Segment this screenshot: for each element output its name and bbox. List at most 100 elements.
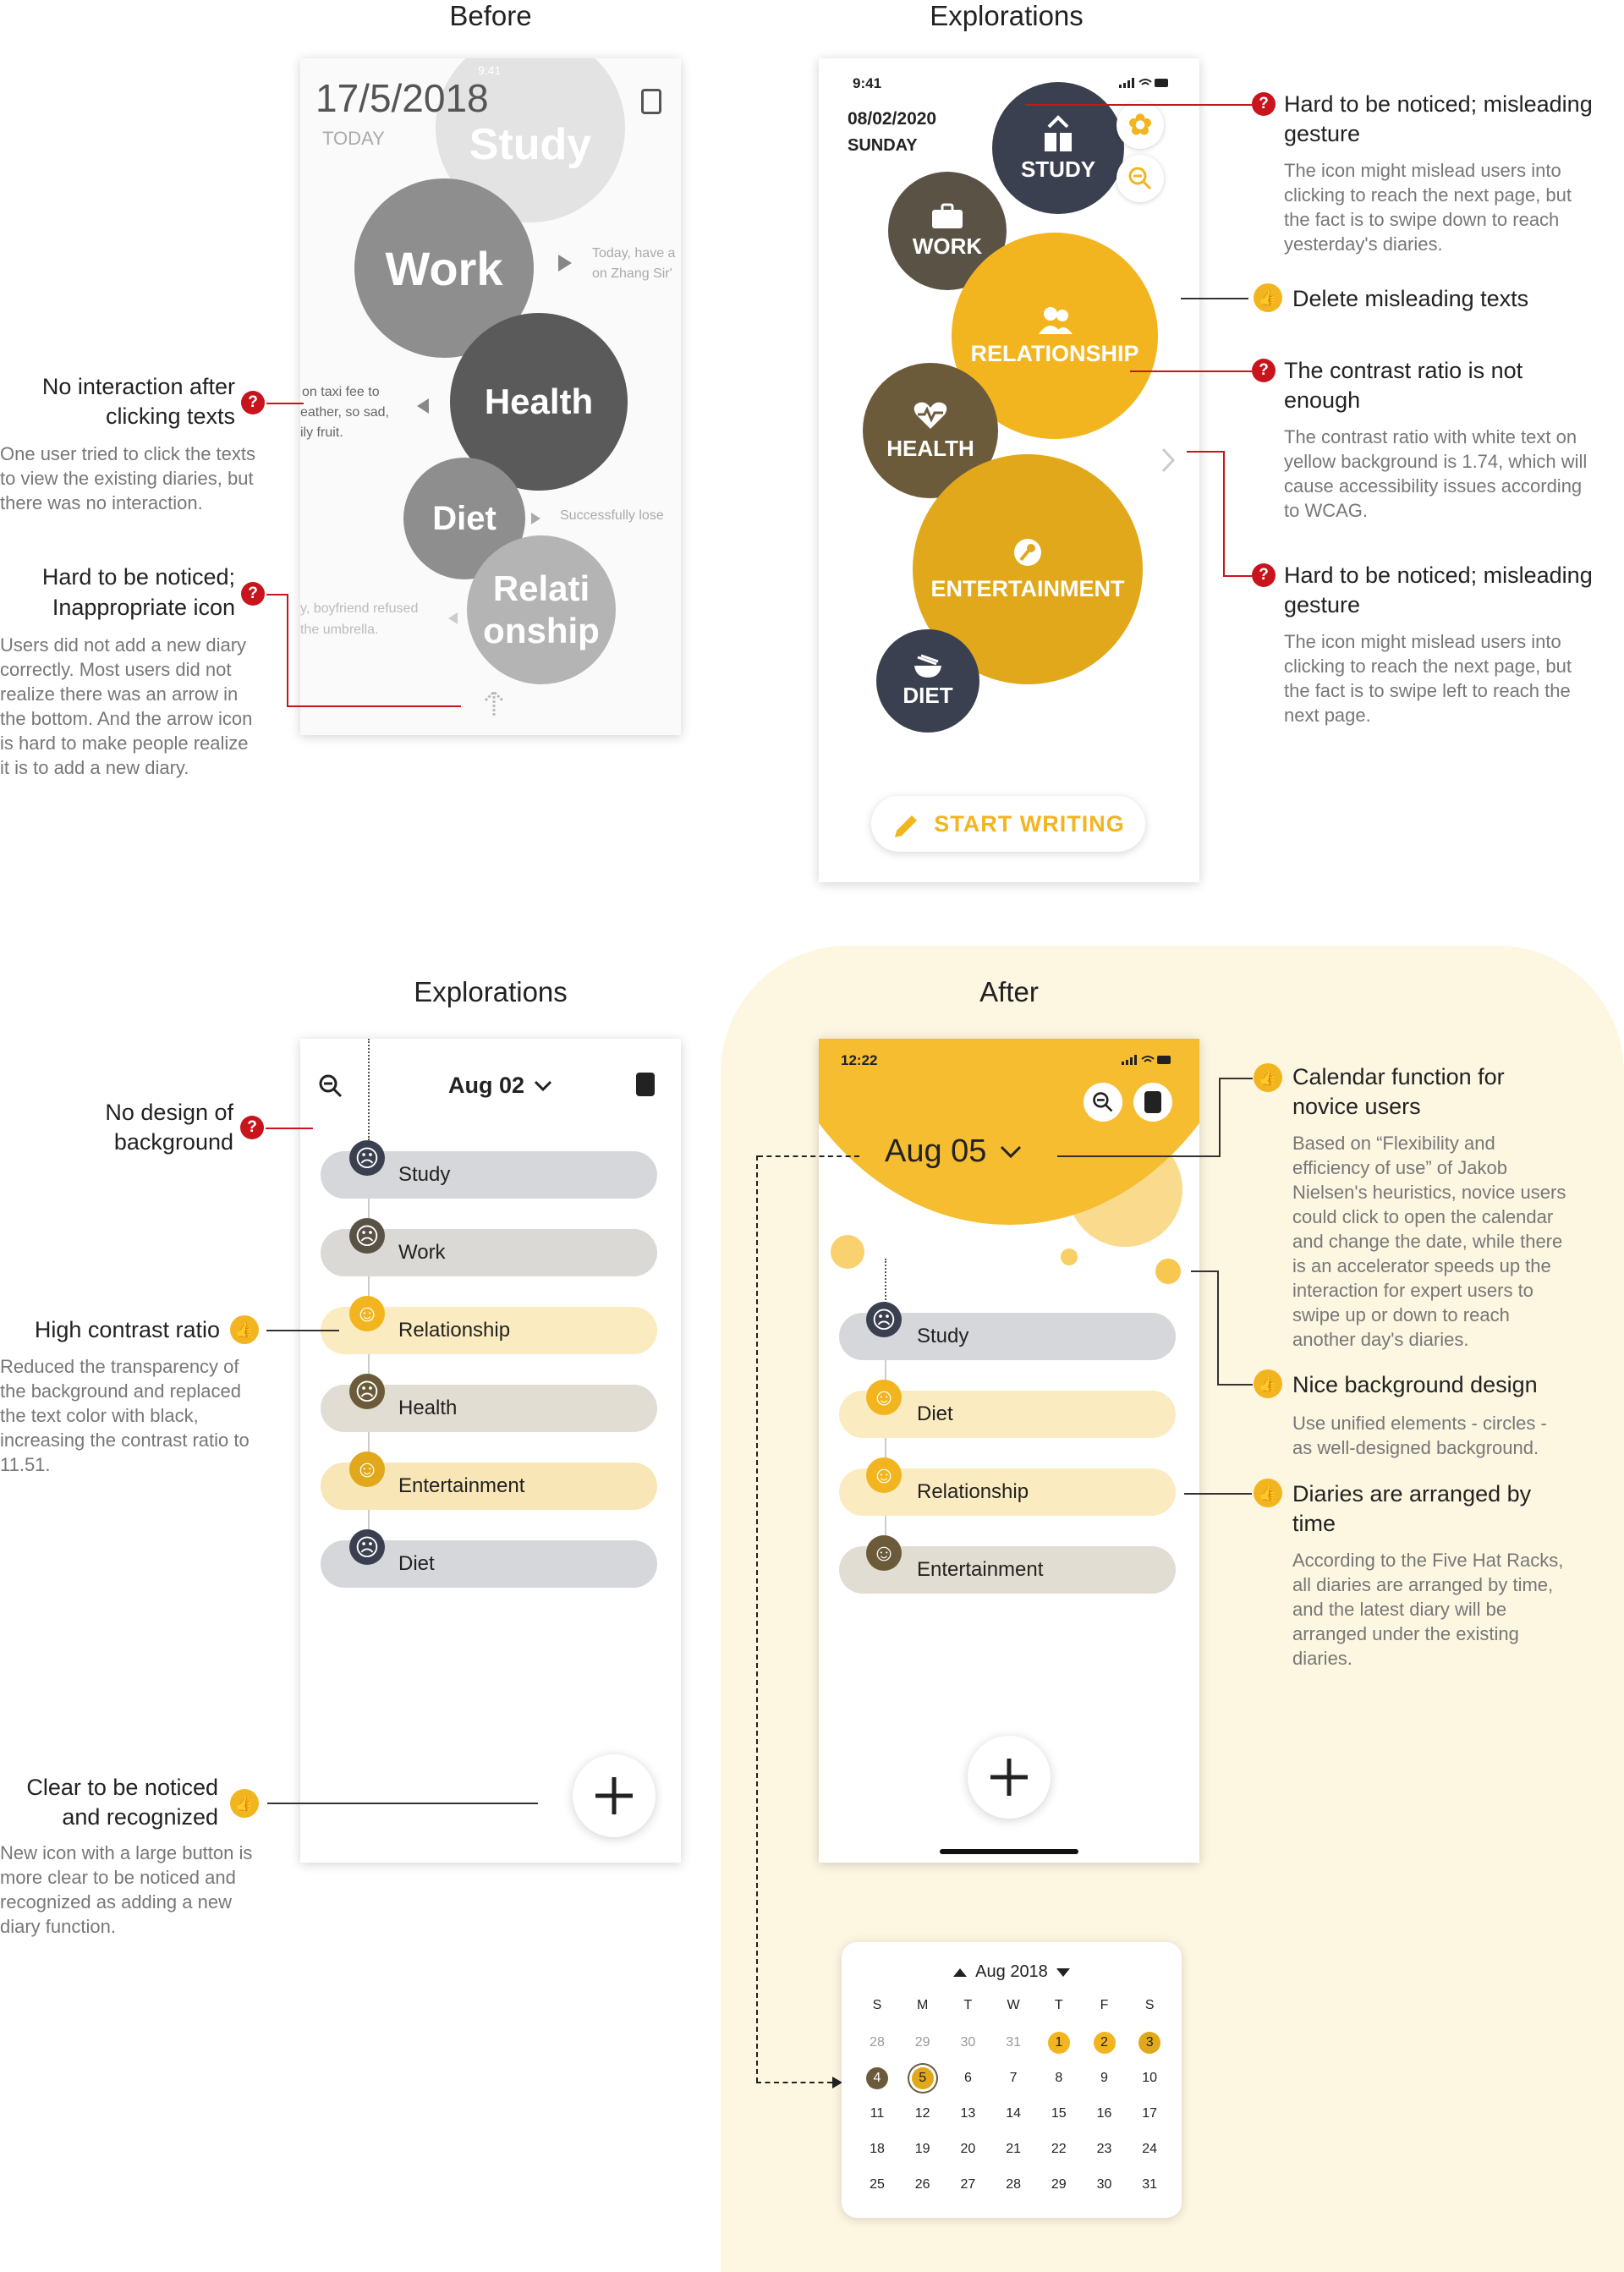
bubble-diet[interactable]: DIET <box>876 629 979 733</box>
calendar-day[interactable]: 30 <box>1096 2177 1112 2192</box>
ann-calendar-body-7: interaction for expert users to <box>1292 1280 1533 1301</box>
ann-arranged-body-3: and the latest diary will be <box>1292 1599 1507 1620</box>
rel-snippet-2[interactable]: the umbrella. <box>300 623 379 637</box>
calendar-day[interactable]: 31 <box>1142 2177 1158 2192</box>
chevron-right-icon[interactable] <box>1160 446 1177 475</box>
calendar-day[interactable]: 12 <box>914 2106 930 2121</box>
calendar-day[interactable]: 23 <box>1096 2142 1112 2156</box>
calendar-day[interactable]: 21 <box>1006 2142 1021 2156</box>
ann-no-interaction-body-2: to view the existing diaries, but <box>0 468 254 489</box>
question-icon: ? <box>1252 563 1276 587</box>
add-button[interactable] <box>573 1754 656 1837</box>
zoom-out-icon[interactable] <box>317 1073 344 1100</box>
calendar-day[interactable]: 3 <box>1138 2032 1161 2054</box>
ann-calendar-body-9: another day's diaries. <box>1292 1329 1469 1350</box>
timeline-dotted-line <box>368 1039 370 1140</box>
list-item-label: Work <box>398 1241 446 1264</box>
calendar-day[interactable]: 28 <box>870 2035 885 2050</box>
calendar-day[interactable]: 29 <box>914 2035 930 2050</box>
calendar-day[interactable]: 15 <box>1051 2106 1067 2121</box>
calendar-day[interactable]: 13 <box>960 2106 976 2121</box>
bubble-work[interactable]: Work <box>354 178 534 358</box>
ann-high-contrast-title: High contrast ratio <box>34 1317 220 1342</box>
calendar-day[interactable]: 17 <box>1142 2106 1158 2121</box>
ann-clear-noticed-body-1: New icon with a large button is <box>0 1842 253 1863</box>
work-snippet-2[interactable]: on Zhang Sir' <box>592 266 672 281</box>
bubble-relationship[interactable]: Relati onship <box>467 535 616 684</box>
calendar-day[interactable]: 9 <box>1100 2071 1108 2085</box>
health-snippet-1[interactable]: on taxi fee to <box>302 385 380 399</box>
bubble-study[interactable]: STUDY <box>992 82 1124 214</box>
ann-hard-noticed-body-3: realize there was an arrow in <box>0 683 239 705</box>
calendar-day[interactable]: 10 <box>1142 2071 1158 2085</box>
ann-misleading-2-body-3: the fact is to swipe left to reach the <box>1284 680 1571 701</box>
calendar-month[interactable]: Aug 2018 <box>975 1962 1048 1981</box>
calendar-day[interactable]: 26 <box>914 2177 930 2192</box>
calendar-day[interactable]: 28 <box>1006 2177 1021 2192</box>
clipboard-icon[interactable] <box>636 1073 655 1096</box>
bubble-diet[interactable]: Diet <box>403 458 525 579</box>
health-snippet-2[interactable]: eather, so sad, <box>300 405 389 420</box>
next-month-button[interactable] <box>1056 1967 1070 1977</box>
calendar-day[interactable]: 8 <box>1055 2071 1063 2085</box>
chevron-up-icon[interactable] <box>1045 114 1071 129</box>
date-selector[interactable]: Aug 02 <box>448 1073 553 1099</box>
calendar-day[interactable]: 29 <box>1051 2177 1067 2192</box>
zoom-out-icon <box>1093 1092 1113 1112</box>
bubble-health-label: HEALTH <box>886 435 974 461</box>
ann-calendar-body-5: and change the date, while there <box>1292 1231 1563 1252</box>
add-arrow-up-icon[interactable] <box>480 689 508 717</box>
explore-phone: 9:41 08/02/2020 SUNDAY STUDY ✿ WORK RELA… <box>819 58 1199 882</box>
ann-no-interaction-title-2: clicking texts <box>105 403 235 429</box>
calendar-day[interactable]: 4 <box>866 2067 888 2089</box>
settings-button[interactable]: ✿ <box>1116 102 1164 149</box>
ann-no-background-title-2: background <box>113 1129 233 1155</box>
date-selector[interactable]: Aug 05 <box>885 1133 1023 1170</box>
bubble-relationship-label: RELATIONSHIP <box>970 340 1139 366</box>
calendar-day[interactable]: 11 <box>870 2106 885 2121</box>
connector-line <box>266 594 288 595</box>
rel-snippet-1[interactable]: y, boyfriend refused <box>300 601 419 616</box>
calendar-day[interactable]: 16 <box>1096 2106 1112 2121</box>
calendar-day[interactable]: 19 <box>914 2142 930 2156</box>
ann-contrast-body-3: cause accessibility issues according <box>1284 475 1583 497</box>
ann-contrast-title-2: enough <box>1284 387 1361 413</box>
clipboard-icon[interactable] <box>641 89 661 114</box>
calendar-day[interactable]: 31 <box>1006 2035 1021 2050</box>
ann-arranged-title-1: Diaries are arranged by <box>1292 1481 1532 1506</box>
calendar-day[interactable]: 2 <box>1093 2032 1116 2054</box>
calendar-day[interactable]: 22 <box>1051 2142 1067 2156</box>
add-button[interactable] <box>968 1736 1051 1819</box>
connector-line <box>287 705 461 707</box>
section-title-after: After <box>979 976 1039 1007</box>
list-item[interactable]: Study <box>321 1151 657 1199</box>
calendar-day[interactable]: 27 <box>960 2177 976 2192</box>
calendar-day[interactable]: 20 <box>960 2142 976 2156</box>
after-phone: 12:22 Aug 05 Study ☹ Diet ☺ Relationship… <box>819 1039 1199 1863</box>
start-writing-button[interactable]: START WRITING <box>871 796 1145 852</box>
calendar-day[interactable]: 30 <box>960 2035 976 2050</box>
clipboard-button[interactable] <box>1133 1083 1172 1122</box>
calendar-day[interactable]: 24 <box>1142 2142 1158 2156</box>
calendar-day[interactable]: 6 <box>963 2071 972 2085</box>
calendar-day[interactable]: 1 <box>1047 2032 1070 2054</box>
zoom-out-button[interactable] <box>1116 155 1164 202</box>
home-indicator <box>940 1849 1078 1854</box>
prev-month-button[interactable] <box>953 1967 968 1977</box>
signal-icon <box>1119 77 1170 88</box>
bubble-diet-label: DIET <box>903 682 953 708</box>
bubble-health[interactable]: HEALTH <box>863 363 998 498</box>
calendar-day[interactable]: 7 <box>1009 2071 1018 2085</box>
start-writing-label: START WRITING <box>934 810 1125 837</box>
calendar-day[interactable]: 14 <box>1006 2106 1021 2121</box>
health-snippet-3[interactable]: ily fruit. <box>300 425 343 440</box>
zoom-out-button[interactable] <box>1084 1083 1122 1122</box>
work-snippet-1[interactable]: Today, have a <box>592 246 676 261</box>
calendar-day[interactable]: 5 <box>911 2067 934 2089</box>
play-icon <box>558 255 572 272</box>
calendar-day[interactable]: 25 <box>870 2177 885 2192</box>
bowl-icon <box>914 654 941 678</box>
diet-snippet[interactable]: Successfully lose <box>560 508 664 523</box>
list-item[interactable]: Health <box>321 1385 657 1432</box>
calendar-day[interactable]: 18 <box>870 2142 885 2156</box>
